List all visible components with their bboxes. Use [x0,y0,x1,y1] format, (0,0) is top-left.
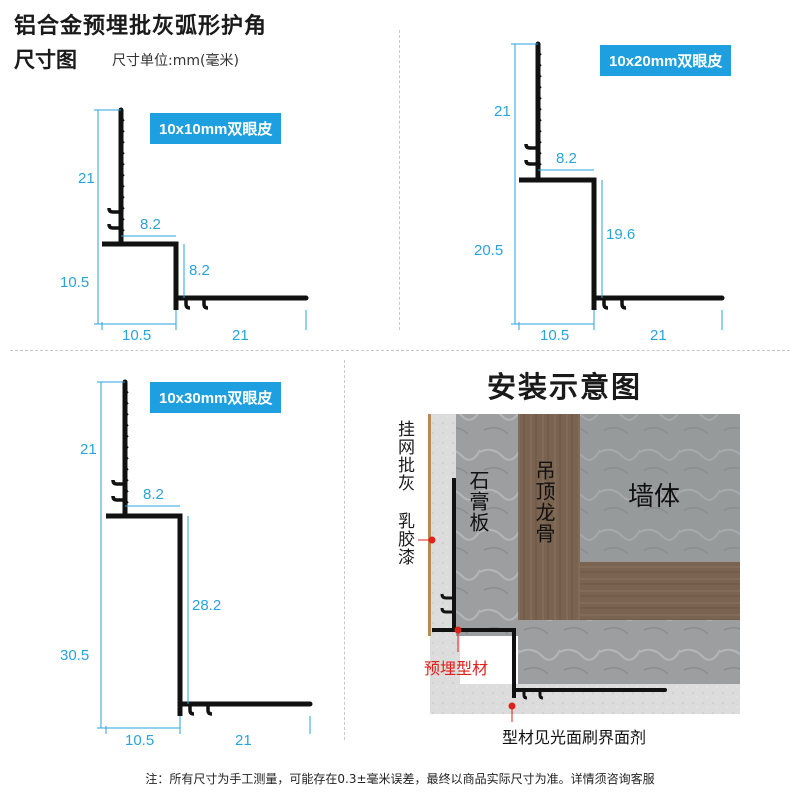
dim-top-height: 21 [494,103,511,120]
dim-base-right: 21 [650,327,667,344]
dim-top-height: 21 [78,170,95,187]
footer-note: 注：所有尺寸为手工测量，可能存在0.3±毫米误差，最终以商品实际尺寸为准。详情须… [145,772,655,786]
profile-10x10 [102,107,309,310]
marker-dot [454,626,462,634]
unit-note: 尺寸单位:mm(毫米) [112,53,239,69]
dim-bottom-height: 10.5 [60,274,90,291]
divider [10,350,790,351]
divider [344,360,345,740]
dim-bottom-height: 20.5 [474,242,504,259]
dim-inner-side: 8.2 [189,262,210,279]
label-gypsum-board: 石膏板 [466,470,490,533]
dimension-lines-10x10 [94,109,307,330]
ceiling-keel [518,414,580,620]
installation-title: 安装示意图 [487,370,643,404]
dim-bottom-height: 30.5 [60,647,90,664]
profile-10x30 [106,379,313,716]
gypsum-board [456,414,518,636]
dim-inner-side: 19.6 [606,226,636,243]
profile-10x20 [519,41,725,310]
label-latex-paint: 乳胶漆 [394,512,414,566]
dim-base-right: 21 [232,327,249,344]
wall [580,414,740,562]
dim-base-left: 10.5 [540,327,570,344]
label-visible-face: 型材见光面刷界面剂 [502,728,647,747]
label-wall: 墙体 [628,482,681,512]
marker-dot [428,536,436,544]
dim-inner-top: 8.2 [140,216,161,233]
dim-base-left: 10.5 [122,327,152,344]
panel-badge-10x30: 10x30mm双眼皮 [150,382,282,413]
dim-inner-top: 8.2 [556,150,577,167]
dim-inner-top: 8.2 [143,486,164,503]
subtitle: 尺寸图 [14,48,77,72]
panel-badge-10x10: 10x10mm双眼皮 [150,113,282,144]
label-embedded-profile: 预埋型材 [424,659,489,678]
label-mesh-plaster: 挂网批灰 [394,420,414,492]
dim-inner-side: 28.2 [192,597,222,614]
marker-dot [508,702,516,710]
page-title: 铝合金预埋批灰弧形护角 [14,14,268,39]
divider [399,30,400,330]
dim-top-height: 21 [80,441,97,458]
label-ceiling-keel: 吊顶龙骨 [532,460,556,544]
installation-illustration [418,414,740,722]
dimension-lines-10x20 [511,43,723,330]
dimension-lines-10x30 [97,381,311,734]
panel-badge-10x20: 10x20mm双眼皮 [600,45,732,76]
dim-base-right: 21 [235,732,252,749]
dim-base-left: 10.5 [125,732,155,749]
